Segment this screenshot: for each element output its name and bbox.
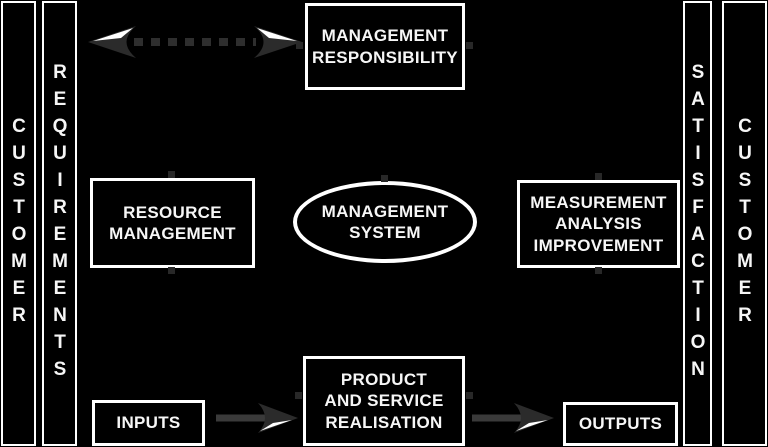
connector-nub — [168, 171, 175, 178]
node-management-responsibility-label: MANAGEMENT RESPONSIBILITY — [312, 26, 458, 67]
connector-nub — [466, 42, 473, 49]
node-outputs-label: OUTPUTS — [578, 414, 663, 434]
node-management-responsibility: MANAGEMENT RESPONSIBILITY — [305, 3, 465, 90]
connector-nub — [595, 267, 602, 274]
node-management-system: MANAGEMENT SYSTEM — [293, 181, 477, 263]
node-inputs-label: INPUTS — [116, 413, 181, 433]
connector-nub — [466, 392, 473, 399]
node-resource-management: RESOURCE MANAGEMENT — [90, 178, 255, 268]
column-requirements-label: REQUIREMENTS — [49, 61, 71, 386]
node-inputs: INPUTS — [92, 400, 205, 446]
connector-nub — [168, 267, 175, 274]
connector-nub — [595, 173, 602, 180]
connector-nub — [296, 42, 303, 49]
column-requirements: REQUIREMENTS — [42, 1, 77, 446]
node-management-system-label: MANAGEMENT SYSTEM — [321, 201, 449, 243]
column-customer-left: CUSTOMER — [1, 1, 36, 446]
connector-nub — [381, 175, 388, 182]
node-outputs: OUTPUTS — [563, 402, 678, 446]
inputs-to-product-arrow — [216, 403, 298, 433]
column-customer-left-label: CUSTOMER — [8, 115, 30, 332]
node-product-service-realisation-label: PRODUCT AND SERVICE REALISATION — [324, 369, 444, 432]
column-customer-right-label: CUSTOMER — [734, 115, 756, 332]
column-customer-right: CUSTOMER — [722, 1, 767, 446]
node-product-service-realisation: PRODUCT AND SERVICE REALISATION — [303, 356, 465, 446]
node-measurement-analysis-improvement-label: MEASUREMENT ANALYSIS IMPROVEMENT — [530, 192, 667, 255]
product-to-outputs-arrow — [472, 403, 554, 433]
dashed-double-arrow — [88, 26, 302, 58]
connector-nub — [295, 392, 302, 399]
column-satisfaction-label: SATISFACTION — [687, 61, 709, 386]
node-measurement-analysis-improvement: MEASUREMENT ANALYSIS IMPROVEMENT — [517, 180, 680, 268]
node-resource-management-label: RESOURCE MANAGEMENT — [109, 202, 236, 244]
column-satisfaction: SATISFACTION — [683, 1, 712, 446]
